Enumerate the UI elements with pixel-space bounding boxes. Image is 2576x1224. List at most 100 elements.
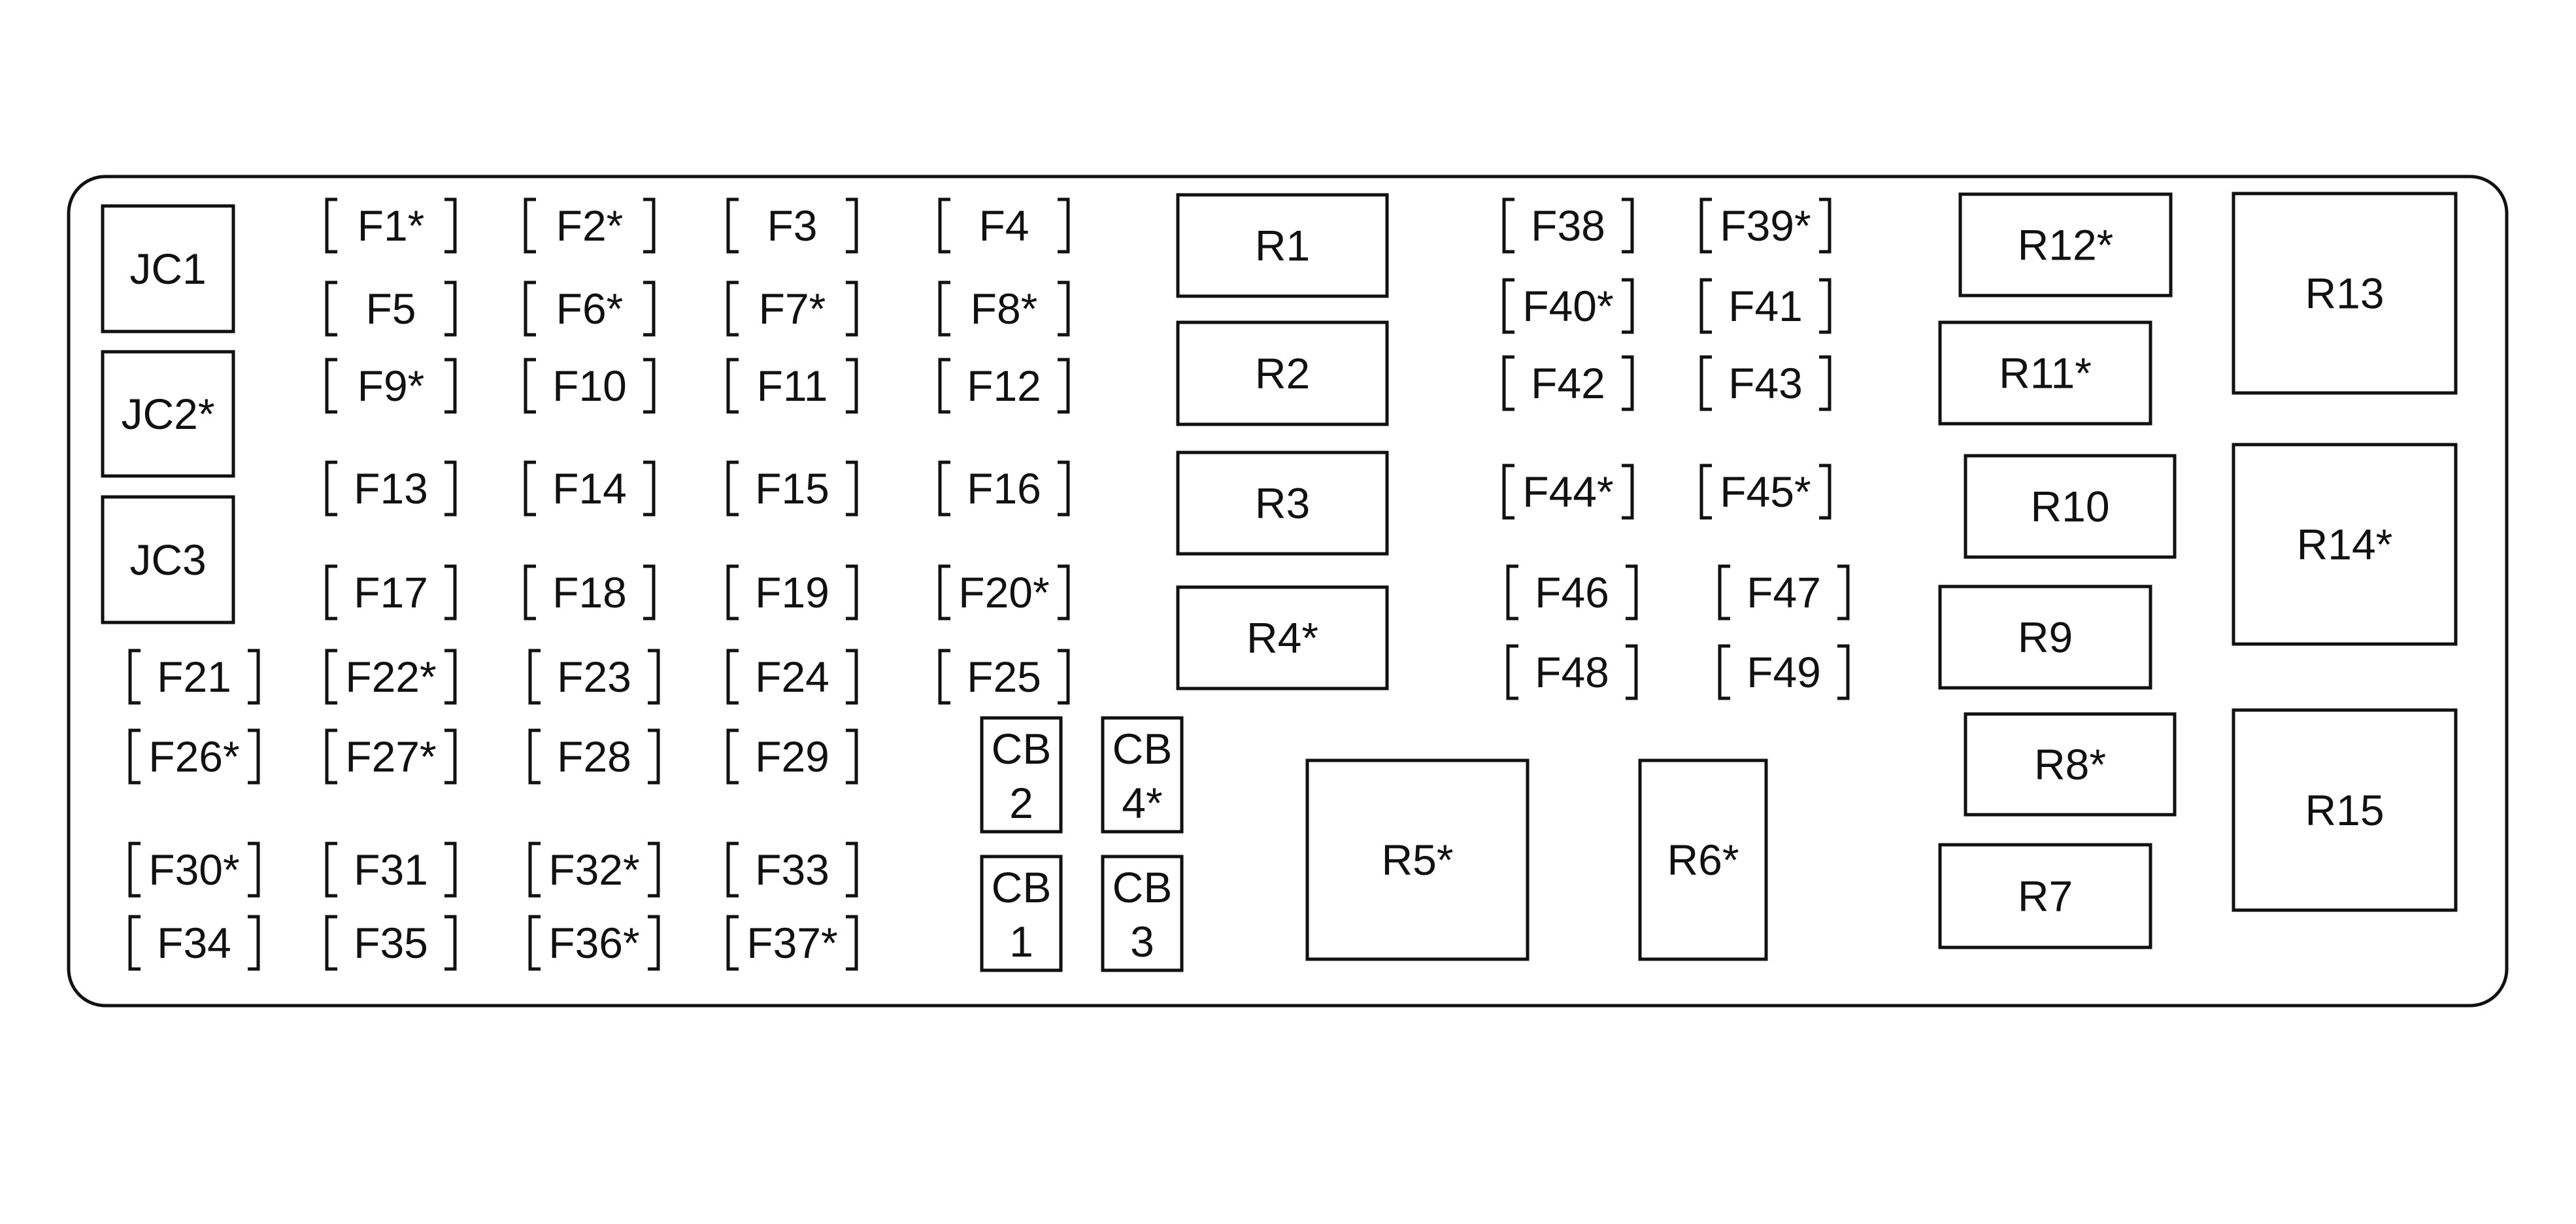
fuse-label: F42 bbox=[1531, 359, 1605, 407]
relay-r6: R6* bbox=[1638, 758, 1768, 961]
fuse-bracket-left bbox=[1718, 564, 1730, 620]
fuse-bracket-right bbox=[444, 358, 457, 414]
relay-box bbox=[1638, 758, 1768, 961]
fuse-f16: F16 bbox=[938, 460, 1070, 517]
fuse-bracket-left bbox=[1699, 197, 1712, 254]
fuse-label: F28 bbox=[557, 732, 631, 781]
relay-box bbox=[1176, 585, 1389, 690]
fuse-f23: F23 bbox=[528, 649, 660, 705]
fuse-bracket-left bbox=[524, 280, 536, 337]
circuit-breaker-label-bottom: 1 bbox=[1009, 917, 1033, 966]
fuse-label: F15 bbox=[755, 464, 829, 513]
fuse-bracket-left bbox=[1502, 355, 1514, 411]
fuse-bracket-left bbox=[938, 649, 950, 705]
fuse-label: F45* bbox=[1720, 468, 1811, 516]
fuse-f28: F28 bbox=[528, 728, 660, 785]
relay-r8: R8* bbox=[1964, 712, 2177, 817]
fuse-f32: F32* bbox=[528, 842, 660, 898]
fuse-bracket-left bbox=[726, 280, 739, 337]
relay-label: R3 bbox=[1255, 479, 1310, 528]
circuit-breaker-cb4: CB 4* bbox=[1101, 716, 1184, 834]
fuse-bracket-right bbox=[1058, 197, 1070, 254]
fuse-f40: F40* bbox=[1502, 278, 1634, 334]
fuse-f21: F21 bbox=[128, 649, 260, 705]
fuse-bracket-left bbox=[938, 460, 950, 517]
fuse-label: F44* bbox=[1522, 468, 1613, 516]
relay-r3: R3 bbox=[1176, 450, 1389, 556]
fuse-bracket-left bbox=[524, 197, 536, 254]
fuse-bracket-right bbox=[1058, 280, 1070, 337]
fuse-bracket-left bbox=[938, 358, 950, 414]
fuse-f29: F29 bbox=[726, 728, 858, 785]
relay-box bbox=[1305, 758, 1530, 961]
fuse-bracket-right bbox=[643, 460, 656, 517]
fuse-bracket-right bbox=[648, 915, 660, 971]
fuse-bracket-right bbox=[648, 842, 660, 898]
fuse-f31: F31 bbox=[325, 842, 457, 898]
fuse-label: F31 bbox=[354, 845, 428, 894]
fuse-f35: F35 bbox=[325, 915, 457, 971]
fuse-f37: F37* bbox=[726, 915, 858, 971]
fuse-label: F34 bbox=[157, 919, 231, 967]
relay-label: R4* bbox=[1246, 614, 1318, 662]
fuse-bracket-left bbox=[726, 649, 739, 705]
fuse-bracket-left bbox=[128, 915, 141, 971]
fuse-label: F9* bbox=[358, 362, 425, 410]
junction-connector-jc3: JC3 bbox=[101, 495, 235, 624]
circuit-breaker-label-bottom: 4* bbox=[1122, 779, 1162, 827]
fuse-f12: F12 bbox=[938, 358, 1070, 414]
fuse-bracket-left bbox=[1502, 278, 1514, 334]
fuse-f13: F13 bbox=[325, 460, 457, 517]
circuit-breaker-box bbox=[1101, 716, 1184, 834]
fuse-f20: F20* bbox=[938, 564, 1070, 620]
fuse-label: F39* bbox=[1720, 201, 1811, 250]
circuit-breakers: CB2 CB 4*CB 1 CB3 bbox=[980, 716, 1184, 972]
fuse-f46: F46 bbox=[1506, 564, 1638, 620]
fuse-label: F32* bbox=[548, 845, 639, 894]
fuse-bracket-left bbox=[128, 842, 141, 898]
junction-connector-label: JC3 bbox=[129, 536, 206, 584]
fuse-bracket-left bbox=[128, 728, 141, 785]
fuse-f45: F45* bbox=[1699, 464, 1832, 520]
fuse-bracket-right bbox=[444, 728, 457, 785]
fuse-f39: F39* bbox=[1699, 197, 1832, 254]
fuse-bracket-left bbox=[325, 649, 337, 705]
fuse-label: F10 bbox=[552, 362, 627, 410]
relay-label: R7 bbox=[2018, 872, 2073, 921]
relays: R1R2R3R4*R5*R6*R7R8*R9R10R11*R12*R13R14*… bbox=[1176, 192, 2458, 961]
fuse-bracket-left bbox=[325, 915, 337, 971]
circuit-breaker-box bbox=[980, 855, 1063, 972]
circuit-breaker-cb3: CB3 bbox=[1101, 855, 1184, 972]
fuse-label: F18 bbox=[552, 568, 627, 617]
fuse-label: F12 bbox=[967, 362, 1041, 410]
fuse-bracket-right bbox=[1622, 464, 1634, 520]
fuse-label: F33 bbox=[755, 845, 829, 894]
fuse-label: F46 bbox=[1535, 568, 1609, 617]
fuse-bracket-right bbox=[248, 842, 260, 898]
fuse-f33: F33 bbox=[726, 842, 858, 898]
fuse-bracket-right bbox=[1058, 564, 1070, 620]
relay-label: R6* bbox=[1667, 836, 1739, 884]
junction-connector-label: JC1 bbox=[129, 245, 206, 293]
fuse-label: F27* bbox=[345, 732, 436, 781]
relay-label: R9 bbox=[2018, 613, 2073, 662]
circuit-breaker-label-top: CB bbox=[1112, 724, 1173, 773]
circuit-breaker-box bbox=[980, 716, 1063, 834]
fuse-f10: F10 bbox=[524, 358, 656, 414]
fuse-label: F20* bbox=[958, 568, 1049, 617]
fuse-label: F6* bbox=[556, 284, 624, 333]
relay-r11: R11* bbox=[1938, 320, 2152, 426]
fuse-bracket-left bbox=[1506, 564, 1518, 620]
fuse-f5: F5 bbox=[325, 280, 457, 337]
fuse-bracket-left bbox=[1506, 644, 1518, 700]
fuse-label: F23 bbox=[557, 653, 631, 701]
fuse-label: F36* bbox=[548, 919, 639, 967]
fuse-bracket-right bbox=[248, 649, 260, 705]
fuse-bracket-right bbox=[643, 358, 656, 414]
fuse-label: F22* bbox=[345, 653, 436, 701]
circuit-breaker-cb2: CB2 bbox=[980, 716, 1063, 834]
fuse-bracket-right bbox=[648, 728, 660, 785]
fuse-f15: F15 bbox=[726, 460, 858, 517]
